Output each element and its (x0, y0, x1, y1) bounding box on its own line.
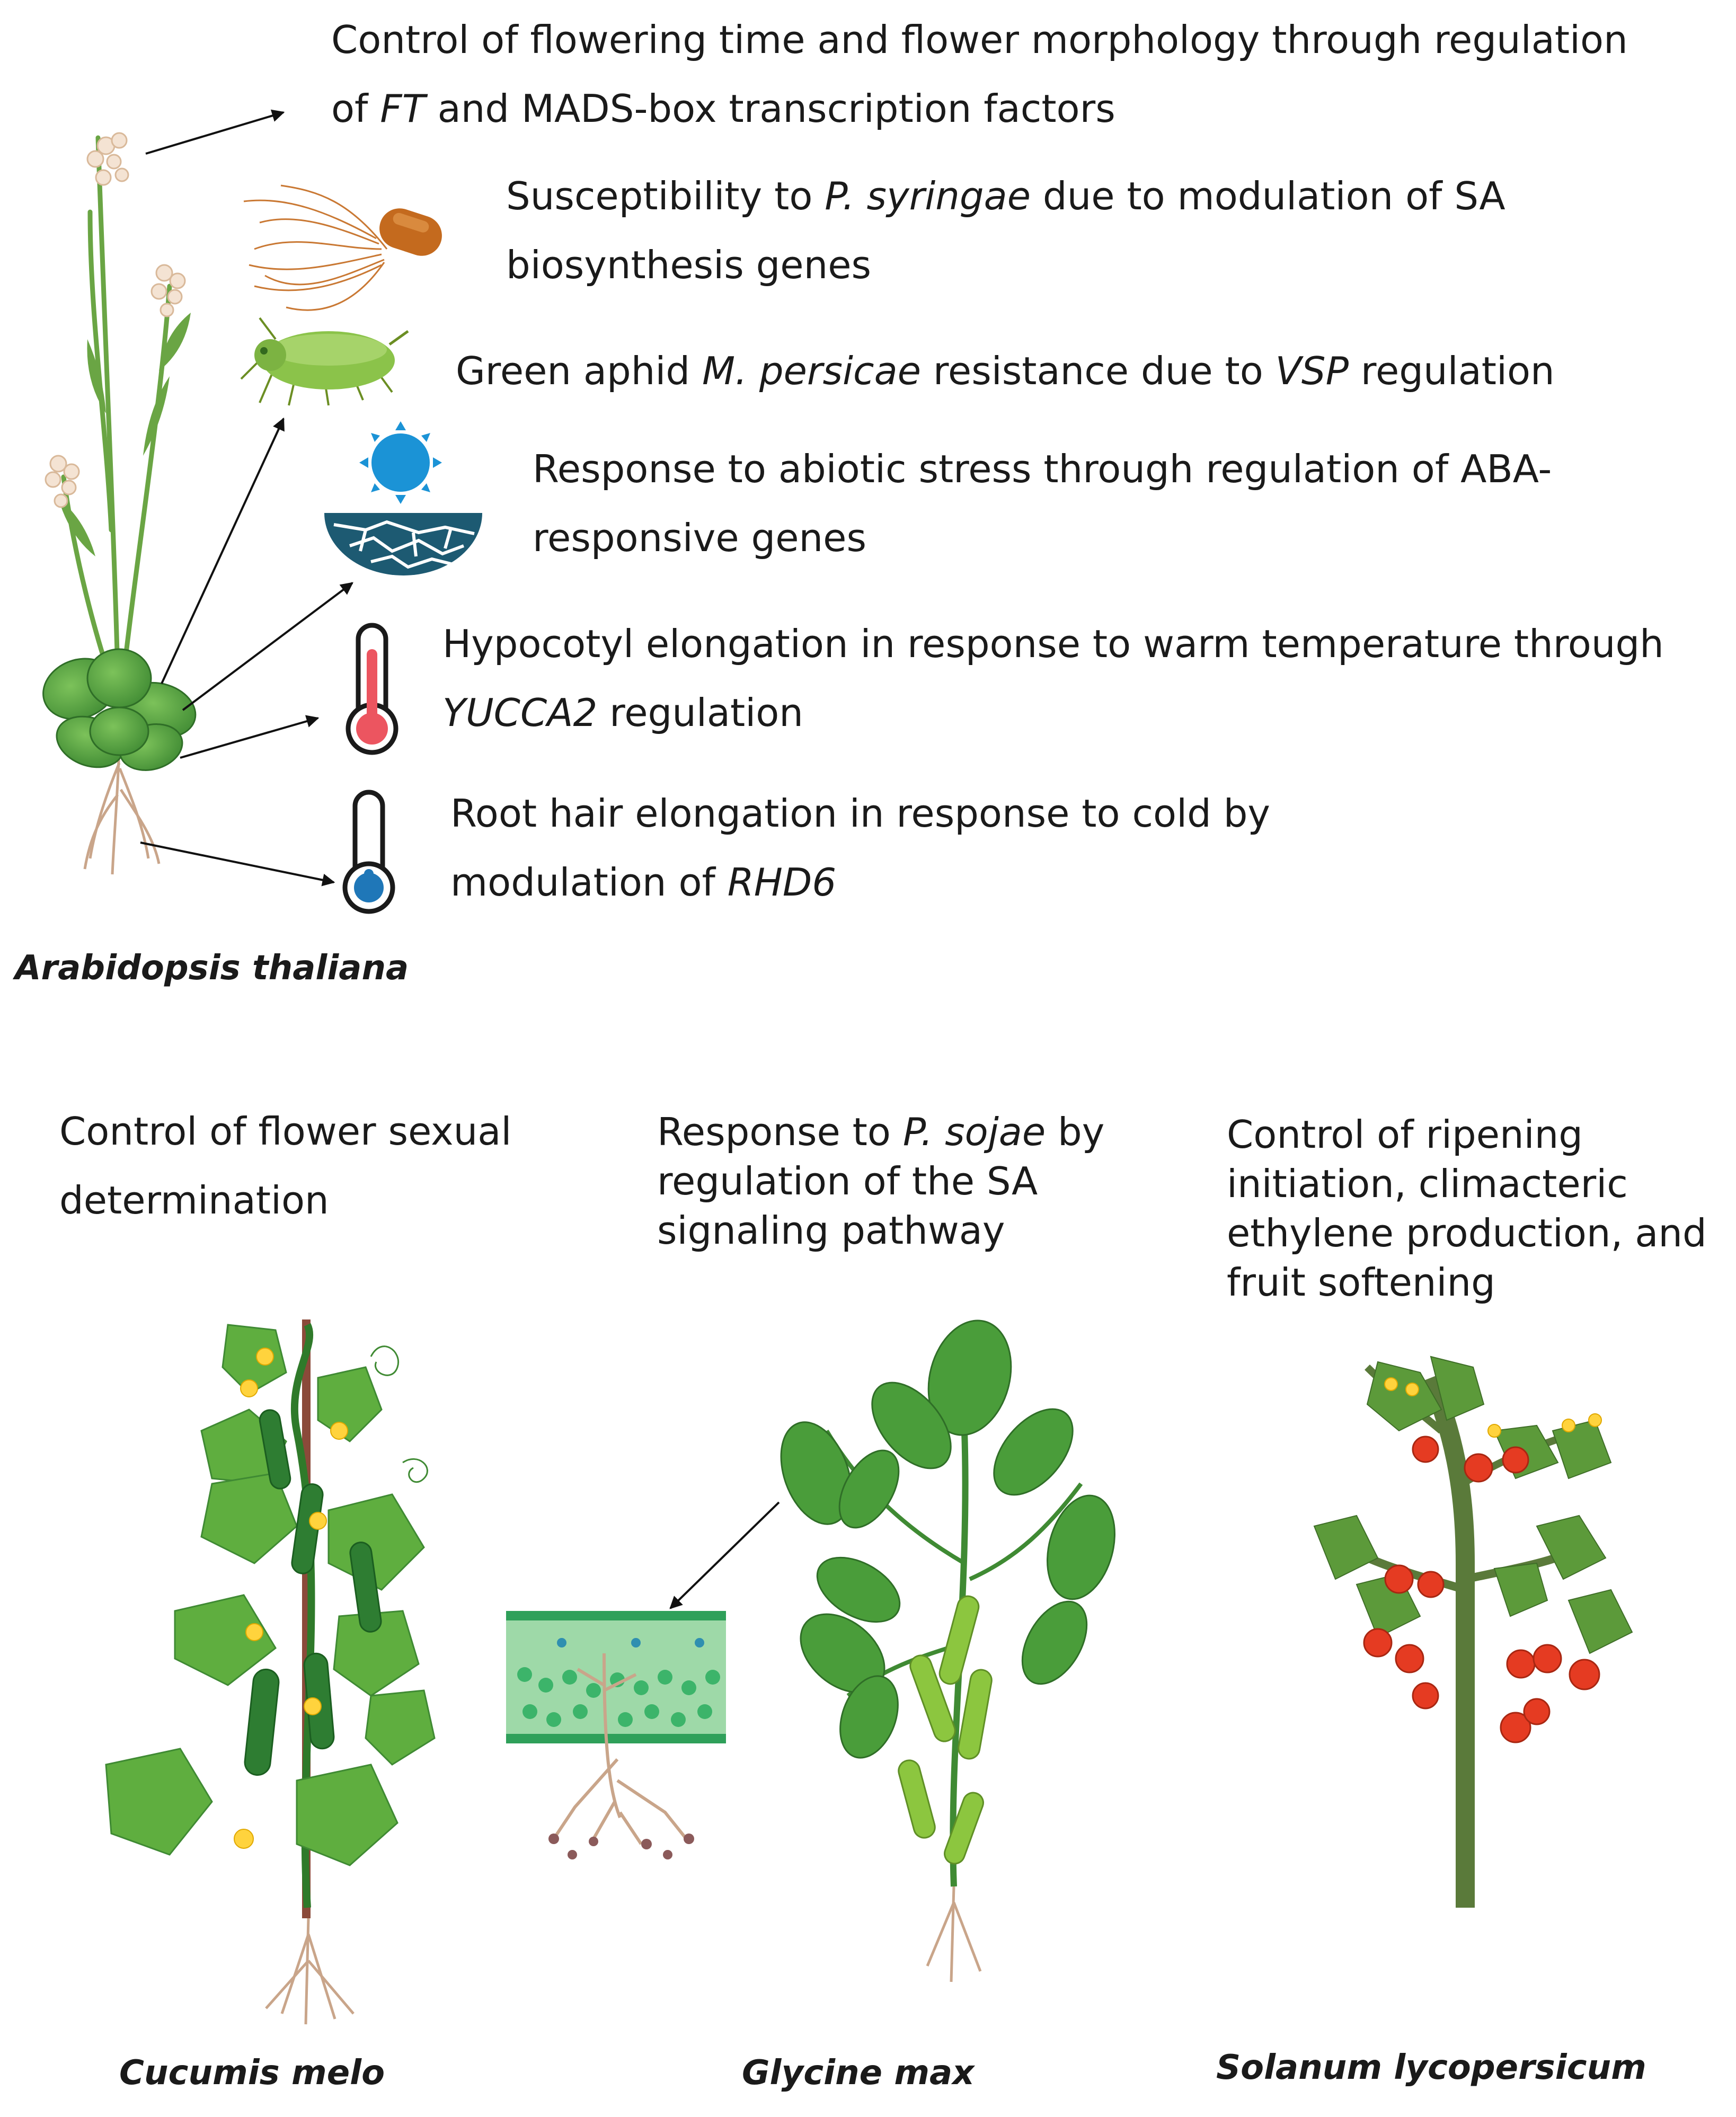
sun-drought-icon (324, 421, 482, 575)
flowering-control-label: Control of flowering time and flower mor… (331, 17, 1628, 131)
glycine-function-label: Response to P. sojae by regulation of th… (657, 1110, 1105, 1253)
species-label-solanum: Solanum lycopersicum (1216, 2048, 1646, 2087)
cucumis-function-label: Control of flower sexual determination (59, 1109, 512, 1223)
aphid-resistance-label: Green aphid M. persicae resistance due t… (456, 349, 1555, 393)
species-label-glycine: Glycine max (742, 2053, 975, 2093)
solanum-function-label: Control of ripening initiation, climacte… (1227, 1112, 1707, 1305)
arabidopsis-arrows (140, 109, 353, 887)
solanum-plant-illustration (1313, 1356, 1633, 1908)
species-label-arabidopsis: Arabidopsis thaliana (15, 949, 409, 988)
glycine-root-section-illustration (506, 1501, 780, 1859)
cold-thermometer-icon (342, 790, 395, 914)
syringae-susceptibility-label: Susceptibility to P. syringae due to mod… (506, 174, 1505, 287)
glycine-plant-illustration (780, 1319, 1115, 1982)
root-hair-elongation-label: Root hair elongation in response to cold… (450, 791, 1271, 905)
abiotic-stress-label: Response to abiotic stress through regul… (533, 447, 1552, 560)
aphid-icon (240, 317, 409, 406)
hypocotyl-elongation-label: Hypocotyl elongation in response to warm… (442, 622, 1664, 735)
species-label-cucumis: Cucumis melo (119, 2053, 385, 2093)
cucumis-plant-illustration (105, 1319, 436, 2025)
warm-thermometer-icon (346, 623, 398, 755)
arabidopsis-plant-illustration (42, 132, 197, 875)
bacterium-icon (243, 184, 442, 311)
